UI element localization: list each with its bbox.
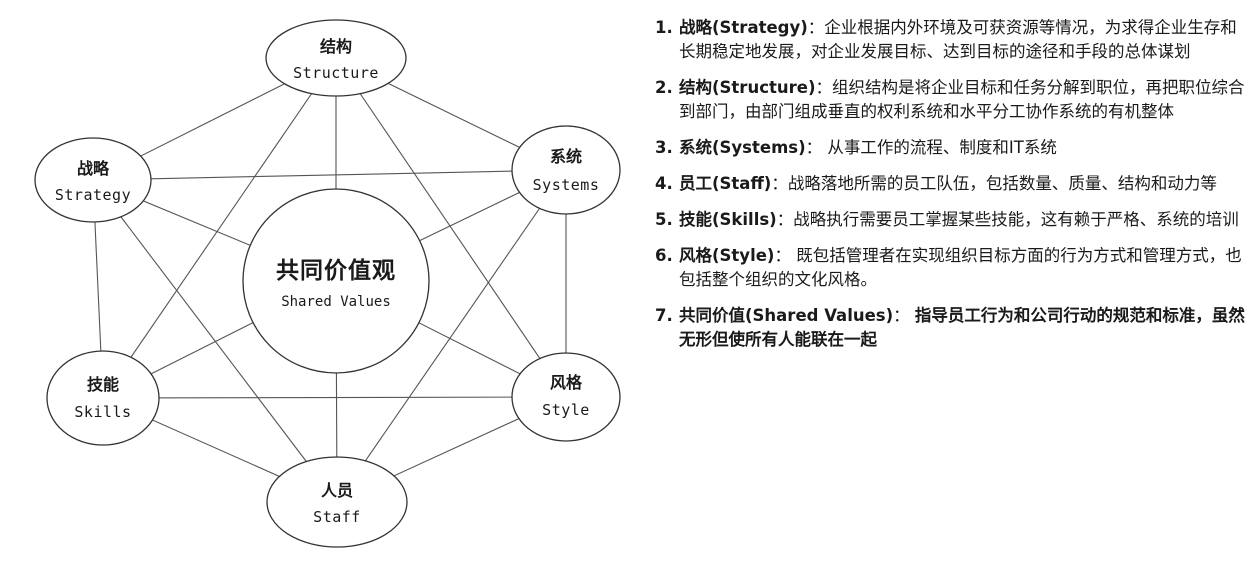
item-description: 指导员工行为和公司行动的规范和标准，虽然无形但使所有人能联在一起 xyxy=(679,306,1245,349)
definition-item: 4. 员工(Staff)：战略落地所需的员工队伍，包括数量、质量、结构和动力等 xyxy=(655,172,1250,196)
node-staff-en: Staff xyxy=(313,508,361,526)
item-description: 企业根据内外环境及可获资源等情况，为求得企业生存和长期稳定地发展，对企业发展目标… xyxy=(679,18,1237,61)
center-label-en: Shared Values xyxy=(281,294,391,310)
node-staff: 人员 Staff xyxy=(266,456,408,548)
edge-structure-skills xyxy=(102,57,337,399)
center-label-zh: 共同价值观 xyxy=(276,257,396,284)
item-description: 既包括管理者在实现组织目标方面的行为方式和管理方式，也包括整个组织的文化风格。 xyxy=(679,246,1242,289)
item-separator: ： xyxy=(776,210,794,229)
definition-item: 7. 共同价值(Shared Values)： 指导员工行为和公司行动的规范和标… xyxy=(655,304,1250,352)
item-separator: ： xyxy=(893,306,915,325)
item-separator: ： xyxy=(805,138,828,157)
node-systems-zh: 系统 xyxy=(550,147,582,166)
item-number: 5. xyxy=(655,210,673,229)
node-skills-zh: 技能 xyxy=(87,375,119,394)
definition-item: 5. 技能(Skills)：战略执行需要员工掌握某些技能，这有赖于严格、系统的培… xyxy=(655,208,1250,232)
item-description: 战略落地所需的员工队伍，包括数量、质量、结构和动力等 xyxy=(787,174,1217,193)
item-number: 6. xyxy=(655,246,673,265)
item-description: 战略执行需要员工掌握某些技能，这有赖于严格、系统的培训 xyxy=(793,210,1239,229)
node-structure-zh: 结构 xyxy=(319,37,352,56)
edge-strategy-staff xyxy=(92,179,338,503)
node-staff-zh: 人员 xyxy=(321,481,353,500)
cross-edges xyxy=(92,57,567,503)
item-number: 1. xyxy=(655,18,673,37)
item-term: 风格(Style) xyxy=(679,246,775,265)
item-term: 结构(Structure) xyxy=(679,78,816,97)
item-number: 7. xyxy=(655,306,673,325)
edge-strategy-systems xyxy=(92,169,567,181)
seven-s-diagram: 共同价值观 Shared Values 结构 Structure 战略 Stra… xyxy=(34,19,621,548)
definition-item: 2. 结构(Structure)：组织结构是将企业目标和任务分解到职位，再把职位… xyxy=(655,76,1250,124)
node-skills-en: Skills xyxy=(74,403,131,421)
definition-item: 6. 风格(Style)： 既包括管理者在实现组织目标方面的行为方式和管理方式，… xyxy=(655,244,1250,292)
center-node: 共同价值观 Shared Values xyxy=(242,188,430,374)
item-separator: ： xyxy=(771,174,788,193)
node-systems: 系统 Systems xyxy=(511,125,621,215)
item-description: 组织结构是将企业目标和任务分解到职位，再把职位综合到部门，由部门组成垂直的权利系… xyxy=(679,78,1245,121)
item-term: 系统(Systems) xyxy=(679,138,806,157)
item-description: 从事工作的流程、制度和IT系统 xyxy=(827,138,1057,157)
node-style-en: Style xyxy=(542,401,590,419)
definition-item: 1. 战略(Strategy)：企业根据内外环境及可获资源等情况，为求得企业生存… xyxy=(655,16,1250,64)
item-number: 3. xyxy=(655,138,673,157)
node-structure-en: Structure xyxy=(293,64,379,82)
edge-systems-staff xyxy=(336,169,567,503)
item-term: 共同价值(Shared Values) xyxy=(679,306,894,325)
node-strategy: 战略 Strategy xyxy=(34,137,152,223)
item-number: 2. xyxy=(655,78,673,97)
node-strategy-zh: 战略 xyxy=(77,159,110,178)
node-systems-en: Systems xyxy=(533,176,600,194)
item-separator: ： xyxy=(774,246,797,265)
node-style: 风格 Style xyxy=(511,352,621,442)
edge-structure-style xyxy=(335,57,567,398)
item-term: 战略(Strategy) xyxy=(679,18,808,37)
item-term: 技能(Skills) xyxy=(679,210,777,229)
definitions-list: 1. 战略(Strategy)：企业根据内外环境及可获资源等情况，为求得企业生存… xyxy=(655,16,1250,364)
item-number: 4. xyxy=(655,174,673,193)
item-separator: ： xyxy=(815,78,832,97)
node-strategy-en: Strategy xyxy=(55,186,131,204)
item-term: 员工(Staff) xyxy=(679,174,772,193)
definition-item: 3. 系统(Systems)： 从事工作的流程、制度和IT系统 xyxy=(655,136,1250,160)
item-separator: ： xyxy=(807,18,825,37)
node-structure: 结构 Structure xyxy=(265,19,407,97)
node-skills: 技能 Skills xyxy=(46,350,160,446)
node-style-zh: 风格 xyxy=(550,373,583,392)
edge-skills-style xyxy=(102,396,567,399)
